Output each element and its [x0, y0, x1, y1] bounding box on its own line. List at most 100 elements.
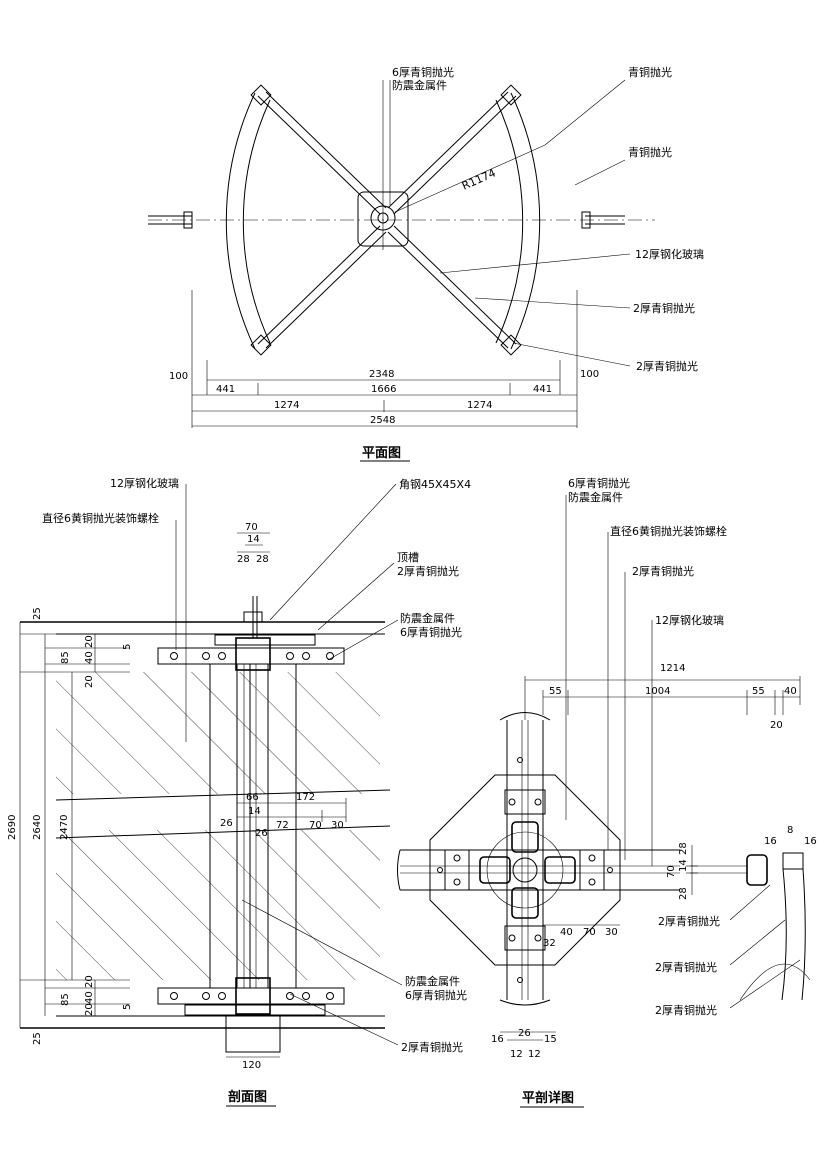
section-dim-40-a: 40	[84, 651, 95, 664]
section-bottom-cap	[184, 1004, 326, 1016]
plan-dim-100-left: 100	[169, 371, 188, 382]
detail-plate-top	[504, 789, 546, 815]
detail-callout-fitting-2: 防震金属件	[568, 490, 623, 504]
detail-callout-bronze: 2厚青铜抛光	[632, 564, 694, 578]
detail-top-dims	[524, 676, 801, 720]
section-view: 70 14 28 28 25 2690 2640 2470 85 20 40 2…	[7, 476, 471, 1107]
detail-dim-28-b: 28	[678, 887, 689, 900]
section-dim-20-a: 20	[84, 635, 95, 648]
plan-right-arc-inner	[495, 99, 524, 344]
detail-center-post	[512, 857, 538, 883]
plan-view: 6厚青铜抛光 防震金属件 青铜抛光 青铜抛光 R1174 12厚钢化玻璃 2厚青…	[148, 65, 704, 462]
detail-right-dims	[686, 845, 698, 895]
section-callout-angle: 角钢45X45X4	[399, 478, 471, 491]
plan-callout-glass: 12厚钢化玻璃	[635, 247, 704, 261]
detail-dim-26-bottom: 26	[518, 1028, 531, 1039]
section-dim-14-top: 14	[247, 534, 260, 545]
section-dim-20-d: 20	[84, 1003, 95, 1016]
plan-cap-bl	[250, 334, 272, 356]
detail-dim-70-bottom: 70	[583, 927, 596, 938]
detail-view: 1214 55 1004 55 40 20 28 14 70 28 16 8 1…	[397, 476, 817, 1108]
detail-dim-40-bottom: 40	[560, 927, 573, 938]
detail-plate-left	[444, 849, 470, 891]
section-dim-5-a: 5	[122, 644, 133, 650]
plan-callout-bronze-b: 青铜抛光	[628, 145, 672, 159]
section-dim-72: 72	[276, 820, 289, 831]
plan-right-handle	[581, 211, 625, 229]
plan-callout-fitting-1: 6厚青铜抛光	[392, 65, 454, 79]
plan-callout-fitting-2: 防震金属件	[392, 78, 447, 92]
plan-dim-1666: 1666	[371, 384, 396, 395]
detail-callout-strip-a: 2厚青铜抛光	[658, 914, 720, 928]
plan-cap-br	[500, 334, 522, 356]
section-callout-fitting-bottom-1: 防震金属件	[405, 974, 460, 988]
section-break-1	[55, 789, 391, 801]
section-dim-20-b: 20	[84, 675, 95, 688]
detail-edge-curve-a	[781, 868, 787, 1001]
plan-callout-strip-b: 2厚青铜抛光	[636, 359, 698, 373]
section-top-dims	[237, 532, 270, 553]
plan-left-arc-inner	[242, 99, 271, 344]
section-callout-top-slot-2: 2厚青铜抛光	[397, 564, 459, 578]
detail-clamp-right	[544, 856, 576, 884]
plan-dim-100-right: 100	[580, 369, 599, 380]
plan-dim-2548: 2548	[370, 415, 395, 426]
plan-hub-inner	[377, 212, 389, 224]
plan-leaders	[389, 79, 631, 367]
section-dim-25-top: 25	[32, 607, 43, 620]
section-left-dims	[19, 622, 130, 1028]
detail-horizontal-arm	[397, 849, 680, 891]
plan-left-arc-outer	[225, 92, 256, 350]
detail-plate-bottom	[504, 925, 546, 951]
detail-dim-8: 8	[787, 825, 793, 836]
section-dim-85-top: 85	[60, 651, 71, 664]
detail-edge-arc	[739, 963, 811, 1001]
detail-plate-right	[579, 849, 605, 891]
section-vertical-members	[209, 596, 297, 988]
detail-dim-30-bottom: 30	[605, 927, 618, 938]
detail-bolts	[437, 757, 613, 983]
detail-clamp-left	[479, 856, 511, 884]
section-callout-strip: 2厚青铜抛光	[401, 1040, 463, 1054]
section-dim-85-bottom: 85	[60, 993, 71, 1006]
plan-hub-plate	[357, 191, 409, 247]
section-dim-28-top-b: 28	[256, 554, 269, 565]
section-bottom-fitting	[235, 977, 271, 1015]
section-top-nut	[243, 611, 263, 623]
detail-octagon-plate	[429, 774, 621, 966]
detail-callout-bolt: 直径6黄铜抛光装饰螺栓	[610, 524, 727, 538]
section-callout-bolt: 直径6黄铜抛光装饰螺栓	[42, 511, 159, 525]
detail-callout-strip-c: 2厚青铜抛光	[655, 1003, 717, 1017]
detail-center-ring	[486, 831, 564, 909]
section-dim-70-mid: 70	[309, 820, 322, 831]
plan-left-handle	[148, 211, 193, 229]
section-top-cap	[214, 634, 316, 646]
section-callout-fitting-top-1: 防震金属件	[400, 611, 455, 625]
plan-cap-tl	[250, 84, 272, 106]
plan-right-arc-outer	[510, 92, 541, 350]
section-dim-120: 120	[242, 1060, 261, 1071]
plan-glass-panels	[257, 91, 517, 349]
plan-dim-441-left: 441	[216, 384, 235, 395]
section-dim-40-b: 40	[84, 991, 95, 1004]
detail-dim-14: 14	[678, 859, 689, 872]
detail-dim-20: 20	[770, 720, 783, 731]
detail-dim-55-right: 55	[752, 686, 765, 697]
section-bottom-plate	[157, 987, 345, 1005]
section-dim-26-a: 26	[220, 818, 233, 829]
detail-callout-glass: 12厚钢化玻璃	[655, 613, 724, 627]
plan-dim-441-right: 441	[533, 384, 552, 395]
section-dim-2470: 2470	[59, 815, 70, 840]
detail-edge-clip	[782, 852, 804, 870]
section-dim-20-c: 20	[84, 975, 95, 988]
detail-dim-12-b: 12	[528, 1049, 541, 1060]
plan-callout-bronze-a: 青铜抛光	[628, 65, 672, 79]
section-top-fitting	[235, 637, 271, 671]
detail-dim-40: 40	[784, 686, 797, 697]
plan-title: 平面图	[362, 446, 401, 461]
section-dim-28-top-a: 28	[237, 554, 250, 565]
detail-dim-12-a: 12	[510, 1049, 523, 1060]
detail-title: 平剖详图	[522, 1090, 574, 1106]
detail-callout-strip-b: 2厚青铜抛光	[655, 960, 717, 974]
